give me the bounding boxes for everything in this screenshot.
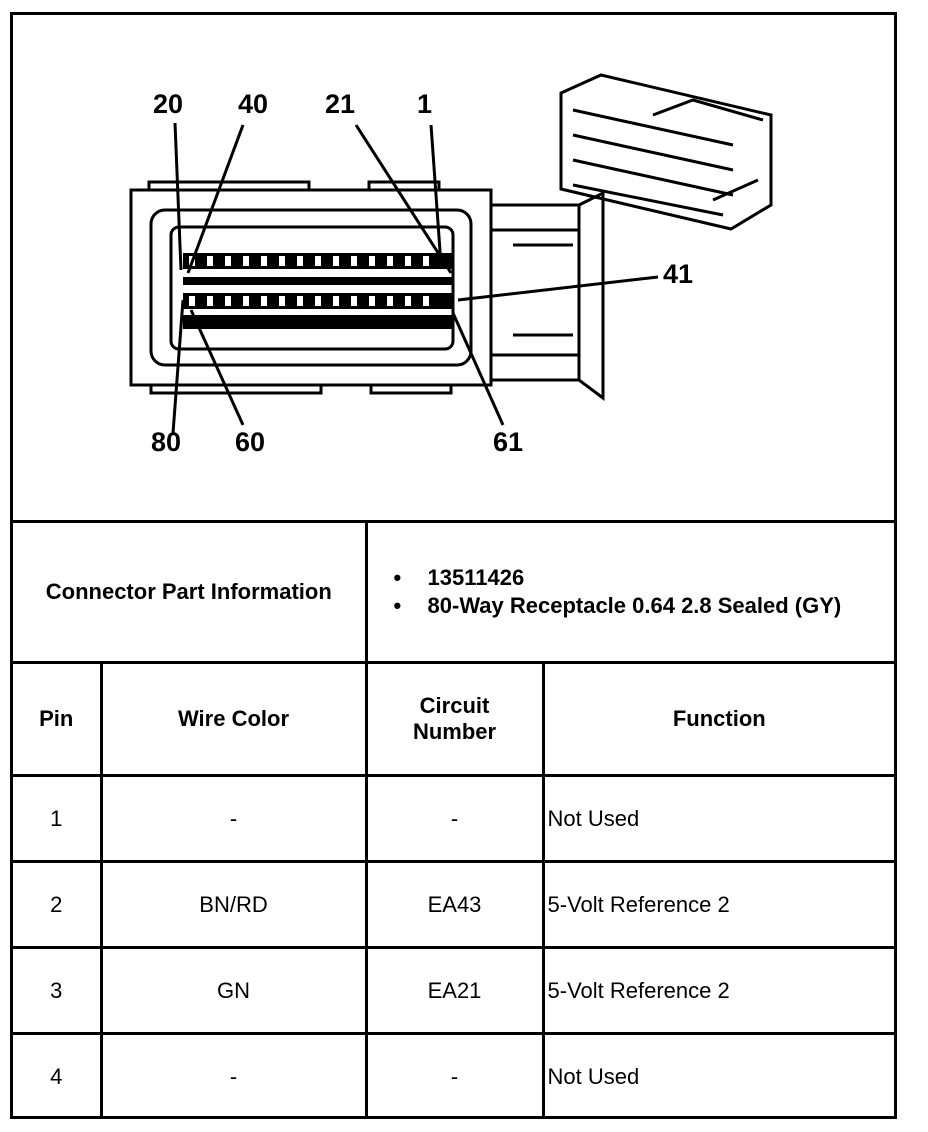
pin-cell: 2 bbox=[13, 860, 103, 949]
wire-color-cell: GN bbox=[99, 946, 368, 1035]
header-wire-color: Wire Color bbox=[99, 661, 368, 777]
pin-label-41: 41 bbox=[663, 259, 694, 289]
connector-frame: 20 40 21 1 41 80 60 61 Connector Part In… bbox=[10, 12, 897, 1119]
pin-label-61: 61 bbox=[493, 427, 524, 457]
function-cell: 5-Volt Reference 2 bbox=[541, 946, 895, 1035]
circuit-cell: EA21 bbox=[364, 946, 545, 1035]
part-info-details: 13511426 80-Way Receptacle 0.64 2.8 Seal… bbox=[364, 520, 895, 664]
table-row: 2 BN/RD EA43 5-Volt Reference 2 bbox=[13, 860, 895, 949]
pinout-table: Connector Part Information 13511426 80-W… bbox=[13, 520, 895, 1118]
part-description: 80-Way Receptacle 0.64 2.8 Sealed (GY) bbox=[394, 592, 895, 620]
wire-color-cell: - bbox=[99, 774, 368, 863]
header-circuit-number: Circuit Number bbox=[364, 661, 545, 777]
part-info-row: Connector Part Information 13511426 80-W… bbox=[13, 520, 895, 664]
pin-label-20: 20 bbox=[153, 89, 184, 119]
table-header-row: Pin Wire Color Circuit Number Function bbox=[13, 661, 895, 777]
part-number: 13511426 bbox=[394, 564, 895, 592]
connector-illustration bbox=[129, 73, 773, 434]
table-row: 1 - - Not Used bbox=[13, 774, 895, 863]
pin-label-1: 1 bbox=[417, 89, 433, 119]
pin-label-21: 21 bbox=[325, 89, 356, 119]
part-info-label: Connector Part Information bbox=[13, 520, 368, 664]
pin-label-40: 40 bbox=[238, 89, 269, 119]
header-function: Function bbox=[541, 661, 895, 777]
pin-label-80: 80 bbox=[151, 427, 182, 457]
function-cell: Not Used bbox=[541, 774, 895, 863]
pin-label-60: 60 bbox=[235, 427, 266, 457]
pin-cell: 1 bbox=[13, 774, 103, 863]
header-pin: Pin bbox=[13, 661, 103, 777]
table-row: 4 - - Not Used bbox=[13, 1032, 895, 1118]
wire-color-cell: - bbox=[99, 1032, 368, 1118]
table-row: 3 GN EA21 5-Volt Reference 2 bbox=[13, 946, 895, 1035]
circuit-cell: - bbox=[364, 774, 545, 863]
pin-cell: 3 bbox=[13, 946, 103, 1035]
circuit-cell: EA43 bbox=[364, 860, 545, 949]
connector-diagram: 20 40 21 1 41 80 60 61 bbox=[13, 15, 894, 520]
function-cell: 5-Volt Reference 2 bbox=[541, 860, 895, 949]
function-cell: Not Used bbox=[541, 1032, 895, 1118]
circuit-cell: - bbox=[364, 1032, 545, 1118]
pin-cell: 4 bbox=[13, 1032, 103, 1118]
wire-color-cell: BN/RD bbox=[99, 860, 368, 949]
